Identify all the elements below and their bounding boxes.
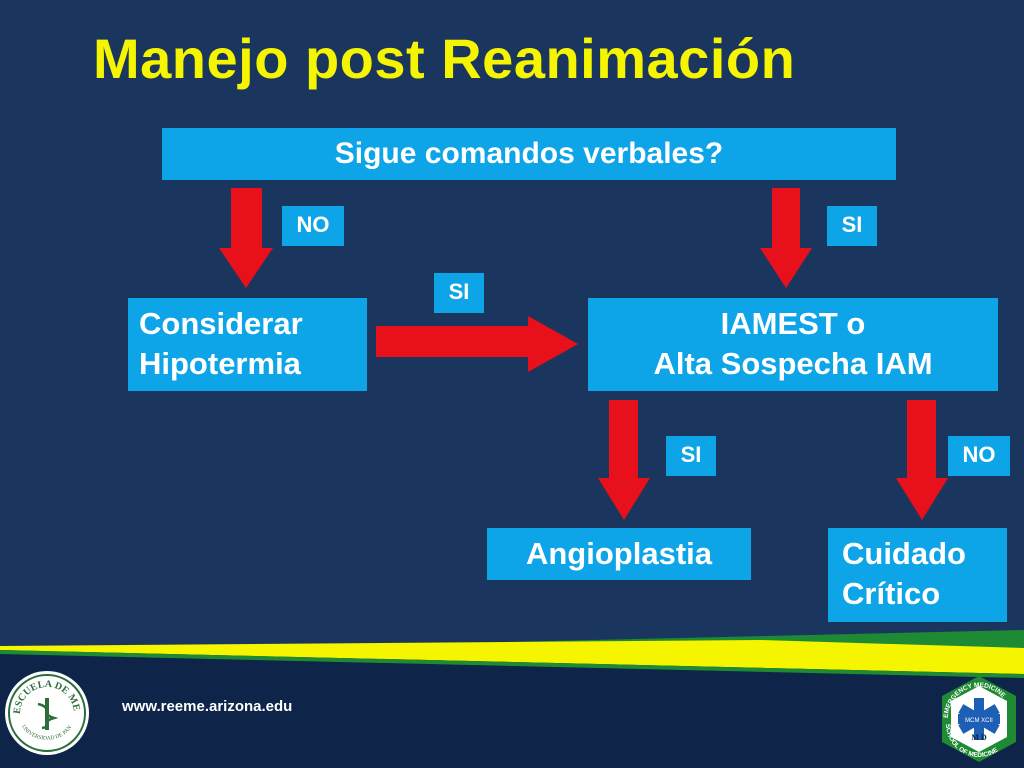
- slide-title: Manejo post Reanimación: [93, 27, 796, 90]
- angioplastia-box: Angioplastia: [487, 528, 751, 580]
- edge-label-no-cuidado: NO: [948, 436, 1010, 476]
- arrow-right-middle: [376, 316, 578, 372]
- footer-url: www.reeme.arizona.edu: [122, 698, 293, 715]
- arrow-down-right: [760, 188, 812, 288]
- emergency-medicine-logo-icon: EMERGENCY MEDICINE SCHOOL OF MEDICINE MC…: [942, 676, 1016, 762]
- edge-label-no-left: NO: [282, 206, 344, 246]
- edge-label-si-right: SI: [827, 206, 877, 246]
- arrow-down-angioplastia: [598, 400, 650, 520]
- iamest-line-2: Alta Sospecha IAM: [653, 346, 933, 381]
- footer-band: [0, 630, 1024, 768]
- hipotermia-line-1: Considerar: [139, 306, 303, 341]
- edge-label-si-middle: SI: [434, 273, 484, 313]
- question-box: Sigue comandos verbales?: [162, 128, 896, 180]
- cuidado-line-1: Cuidado: [842, 536, 966, 571]
- iamest-box: IAMEST o Alta Sospecha IAM: [588, 298, 998, 391]
- edge-label-si-angio: SI: [666, 436, 716, 476]
- right-logo-center-text: M D: [971, 733, 987, 742]
- escuela-medicina-logo-icon: ESCUELA DE MEDICINA UNIVERSIDAD DE PANAM…: [2, 668, 89, 755]
- cuidado-line-2: Crítico: [842, 576, 941, 611]
- hipotermia-line-2: Hipotermia: [139, 346, 301, 381]
- right-logo-mid-text: MCM XCII: [965, 718, 993, 724]
- angioplastia-text: Angioplastia: [525, 536, 712, 571]
- question-text: Sigue comandos verbales?: [334, 137, 724, 170]
- cuidado-box: Cuidado Crítico: [828, 528, 1007, 622]
- hipotermia-box: Considerar Hipotermia: [128, 298, 367, 391]
- arrow-down-left: [219, 188, 273, 288]
- arrow-down-cuidado: [896, 400, 948, 520]
- iamest-line-1: IAMEST o: [720, 306, 866, 341]
